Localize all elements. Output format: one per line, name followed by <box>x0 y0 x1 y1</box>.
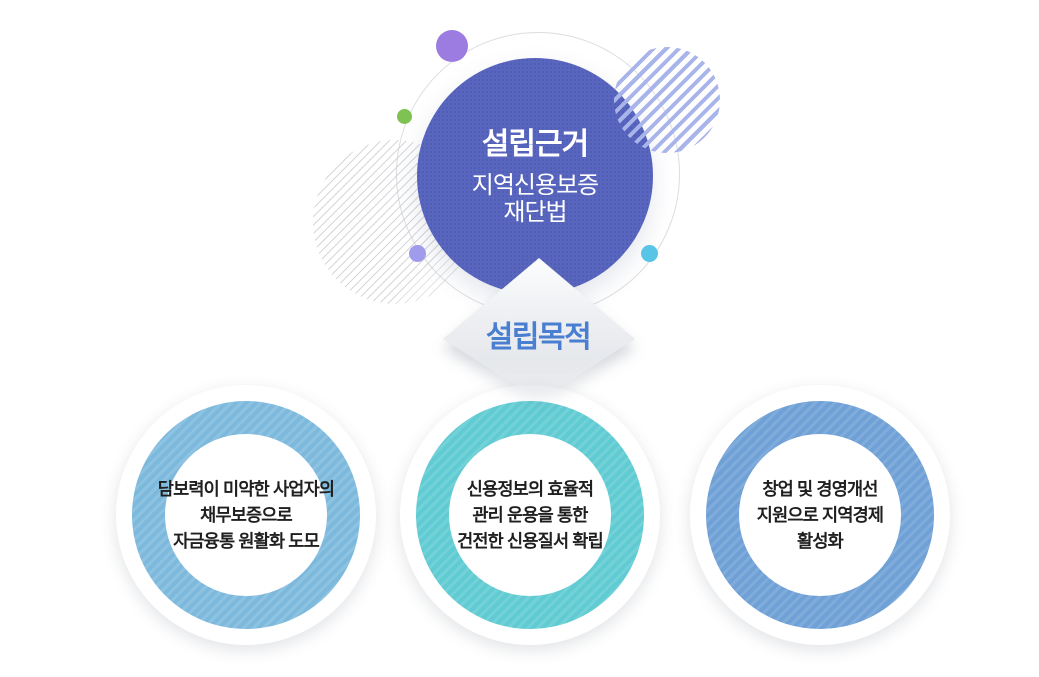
purpose-ring-1-text: 담보력이 미약한 사업자의 채무보증으로 자금융통 원활화 도모 <box>157 479 335 551</box>
basis-circle: 설립근거 지역신용보증 재단법 <box>417 58 653 294</box>
green-dot <box>397 109 412 124</box>
purpose-ring-3: 창업 및 경영개선 지원으로 지역경제 활성화 <box>690 385 950 645</box>
basis-law-line2: 재단법 <box>503 199 567 226</box>
cyan-dot <box>641 245 658 262</box>
small-purple-dot <box>409 245 426 262</box>
purpose-ring-3-hole <box>739 434 901 596</box>
basis-law-line1: 지역신용보증 <box>471 172 599 199</box>
purpose-ring-2-band: 신용정보의 효율적 관리 운용을 통한 건전한 신용질서 확립 <box>416 401 644 629</box>
up-arrow <box>443 258 635 400</box>
hatched-blue-circle <box>614 47 720 153</box>
purpose-ring-3-band: 창업 및 경영개선 지원으로 지역경제 활성화 <box>706 401 934 629</box>
purpose-ring-2-text: 신용정보의 효율적 관리 운용을 통한 건전한 신용질서 확립 <box>457 479 604 551</box>
basis-title: 설립근거 <box>481 128 589 161</box>
purpose-ring-2: 신용정보의 효율적 관리 운용을 통한 건전한 신용질서 확립 <box>400 385 660 645</box>
basis-law-name: 지역신용보증 재단법 <box>471 172 599 226</box>
purple-circle <box>436 30 468 62</box>
purpose-ring-1-band: 담보력이 미약한 사업자의 채무보증으로 자금융통 원활화 도모 <box>132 401 360 629</box>
purpose-ring-2-hole <box>449 434 611 596</box>
purpose-ring-1: 담보력이 미약한 사업자의 채무보증으로 자금융통 원활화 도모 <box>116 385 376 645</box>
purpose-ring-1-hole <box>165 434 327 596</box>
purpose-ring-3-text: 창업 및 경영개선 지원으로 지역경제 활성화 <box>756 479 884 551</box>
purpose-label: 설립목적 <box>485 321 592 354</box>
